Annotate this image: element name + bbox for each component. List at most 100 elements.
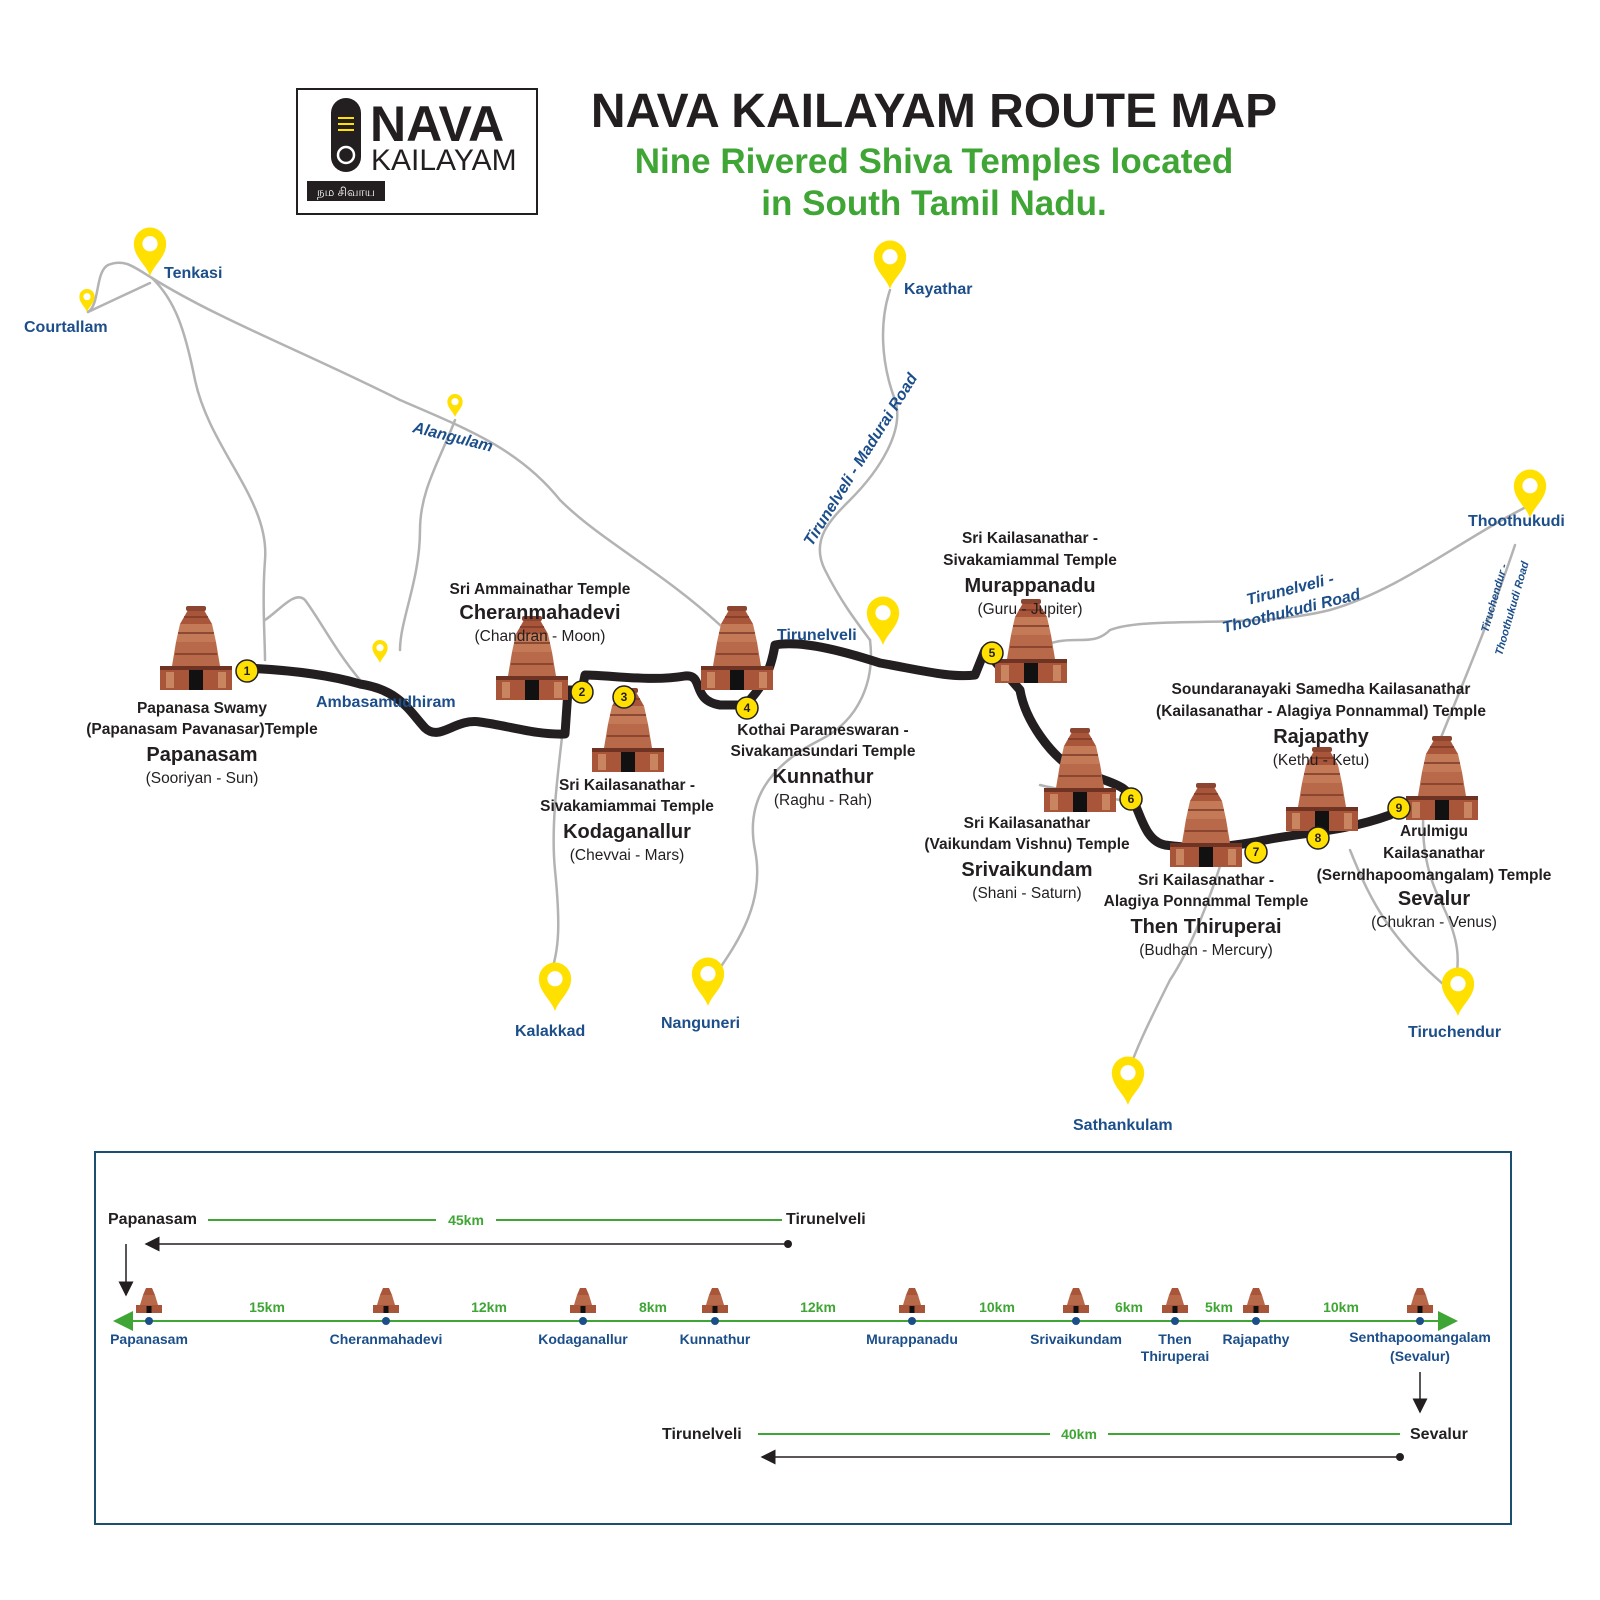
logo: NAVA KAILAYAM நம சிவாய: [296, 88, 538, 215]
place-label-sathankulam: Sathankulam: [1073, 1117, 1173, 1134]
temple-9-planet: (Chukran - Venus): [1371, 914, 1497, 931]
temple-badge-8: 8: [1306, 826, 1330, 850]
bottom-leg-distance: 40km: [1061, 1426, 1097, 1442]
place-label-tirunelveli: Tirunelveli: [777, 627, 857, 644]
svg-text:7: 7: [1253, 845, 1260, 859]
svg-text:3: 3: [621, 690, 628, 704]
top-leg-to: Tirunelveli: [786, 1211, 866, 1228]
stop-name-7-line-2: Thiruperai: [1141, 1348, 1209, 1364]
svg-text:9: 9: [1396, 801, 1403, 815]
temple-icon-papanasam: [159, 605, 233, 691]
temple-labels: Papanasa Swamy (Papanasam Pavanasar)Temp…: [86, 530, 1552, 959]
temple-label-6: Sri Kailasanathar (Vaikundam Vishnu) Tem…: [924, 815, 1130, 902]
temple-badge-9: 9: [1387, 796, 1411, 820]
segment-distance-3: 8km: [639, 1299, 667, 1315]
segment-distance-4: 12km: [800, 1299, 836, 1315]
temple-9-line-3: (Serndhapoomangalam) Temple: [1317, 867, 1552, 884]
temple-9-town: Sevalur: [1398, 888, 1470, 910]
stop-dot-6: [1072, 1317, 1080, 1325]
road-network: [86, 261, 1532, 1087]
temple-1-town: Papanasam: [146, 744, 257, 766]
temple-badge-1: 1: [235, 659, 259, 683]
temple-2-planet: (Chandran - Moon): [475, 628, 606, 645]
temple-3-planet: (Chevvai - Mars): [570, 847, 685, 864]
temple-2-town: Cheranmahadevi: [459, 602, 620, 624]
temple-1-planet: (Sooriyan - Sun): [146, 770, 259, 787]
temple-3-line-2: Sivakamiammai Temple: [540, 798, 714, 815]
temple-icon-then-thiruperai: [1169, 782, 1243, 868]
place-label-ambasamudhiram: Ambasamudhiram: [316, 694, 456, 711]
place-label-tiruchendur: Tiruchendur: [1408, 1024, 1501, 1041]
top-leg-return-dot: [784, 1240, 792, 1248]
temple-badge-4: 4: [735, 696, 759, 720]
temple-label-4: Kothai Parameswaran - Sivakamasundari Te…: [731, 722, 916, 809]
road-tenkasi-papanasam: [150, 276, 267, 662]
logo-word-kailayam: KAILAYAM: [371, 144, 517, 177]
bottom-leg-return-dot: [1396, 1453, 1404, 1461]
place-label-courtallam: Courtallam: [24, 319, 108, 336]
temple-8-town: Rajapathy: [1273, 726, 1369, 748]
temple-icon-sevalur: [1405, 735, 1479, 821]
stop-name-4: Kunnathur: [680, 1331, 751, 1347]
temple-badge-6: 6: [1119, 787, 1143, 811]
stop-dot-9: [1416, 1317, 1424, 1325]
stop-dot-3: [579, 1317, 587, 1325]
stop-name-2: Cheranmahadevi: [330, 1331, 443, 1347]
temple-icon-srivaikundam: [1043, 727, 1117, 813]
stop-dot-2: [382, 1317, 390, 1325]
road-sathankulam: [1123, 848, 1227, 1087]
temple-4-planet: (Raghu - Rah): [774, 792, 872, 809]
place-pins: [79, 227, 1547, 1105]
place-label-nanguneri: Nanguneri: [661, 1015, 740, 1032]
temple-7-line-1: Sri Kailasanathar -: [1138, 872, 1274, 889]
temple-3-town: Kodaganallur: [563, 821, 691, 843]
stop-name-9: Senthapoomangalam: [1349, 1329, 1491, 1345]
nanguneri-pin-icon: [691, 957, 725, 1006]
temple-label-8: Soundaranayaki Samedha Kailasanathar (Ka…: [1156, 681, 1486, 769]
temple-route-line: [240, 639, 1395, 853]
stop-name-8: Rajapathy: [1223, 1331, 1290, 1347]
tirunelveli-pin-icon: [866, 596, 900, 645]
temple-4-line-2: Sivakamasundari Temple: [731, 743, 916, 760]
temple-9-line-1: Arulmigu: [1400, 823, 1468, 840]
stop-dot-7: [1171, 1317, 1179, 1325]
distance-panel: Papanasam 45km Tirunelveli 15km 12km: [94, 1151, 1512, 1525]
road-nanguneri: [713, 638, 873, 977]
segment-distance-8: 10km: [1323, 1299, 1359, 1315]
temple-5-town: Murappanadu: [964, 575, 1095, 597]
stop-name-1: Papanasam: [110, 1331, 188, 1347]
temple-8-planet: (Kethu - Ketu): [1273, 752, 1370, 769]
temple-label-1: Papanasa Swamy (Papanasam Pavanasar)Temp…: [86, 700, 318, 787]
top-leg-from: Papanasam: [108, 1211, 197, 1228]
road-thoothukudi: [1033, 503, 1532, 652]
page-subtitle-line2: in South Tamil Nadu.: [761, 184, 1106, 223]
svg-text:8: 8: [1315, 831, 1322, 845]
svg-text:4: 4: [744, 701, 751, 715]
svg-text:2: 2: [579, 685, 586, 699]
distance-panel-frame: [94, 1151, 1512, 1525]
temple-9-line-2: Kailasanathar: [1383, 845, 1485, 862]
road-tiruchendur-branch: [1348, 848, 1452, 992]
temple-label-7: Sri Kailasanathar - Alagiya Ponnammal Te…: [1104, 872, 1309, 959]
road-courtallam-tenkasi: [86, 281, 152, 314]
svg-text:5: 5: [989, 646, 996, 660]
road-branch-west: [263, 596, 362, 682]
page-title: NAVA KAILAYAM ROUTE MAP: [591, 85, 1277, 138]
place-label-tenkasi: Tenkasi: [164, 265, 222, 282]
stop-dot-5: [908, 1317, 916, 1325]
temple-5-line-1: Sri Kailasanathar -: [962, 530, 1098, 547]
stop-dot-4: [711, 1317, 719, 1325]
temple-7-line-2: Alagiya Ponnammal Temple: [1104, 893, 1309, 910]
temple-label-9: Arulmigu Kailasanathar (Serndhapoomangal…: [1317, 823, 1552, 931]
svg-text:6: 6: [1128, 792, 1135, 806]
temple-badge-7: 7: [1244, 840, 1268, 864]
temple-badge-3: 3: [612, 685, 636, 709]
temple-5-line-2: Sivakamiammal Temple: [943, 552, 1117, 569]
segment-distance-2: 12km: [471, 1299, 507, 1315]
temple-number-badges: 1 2 3 4 5 6 7 8 9: [235, 641, 1411, 864]
temple-1-line-1: Papanasa Swamy: [137, 700, 267, 717]
road-madurai: [818, 288, 899, 642]
kayathar-pin-icon: [873, 240, 907, 289]
alangulam-pin-icon: [447, 394, 463, 417]
temple-badge-2: 2: [570, 680, 594, 704]
